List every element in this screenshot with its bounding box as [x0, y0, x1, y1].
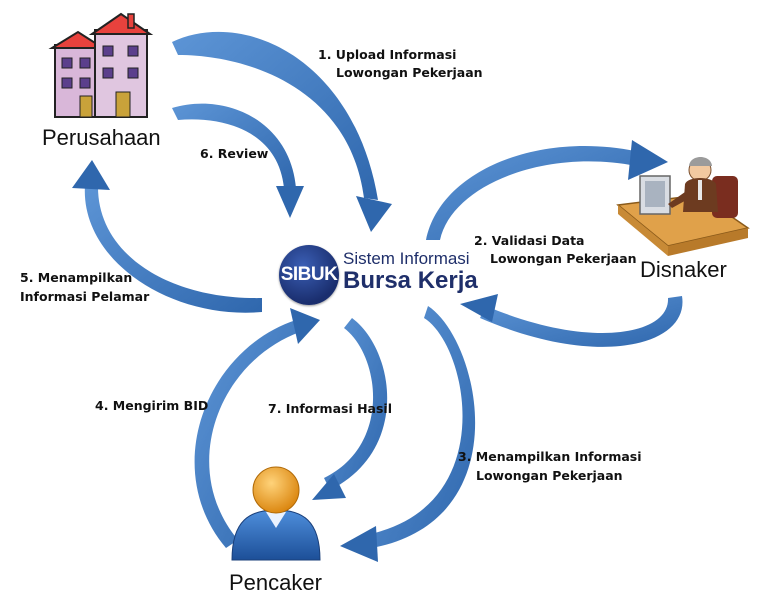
step-5-line-2: Informasi Pelamar	[20, 289, 150, 304]
step-6-label: 6. Review	[200, 146, 269, 161]
user-icon	[231, 466, 321, 561]
building-icon	[48, 12, 154, 118]
step-4-label: 4. Mengirim BID	[95, 398, 208, 413]
step-1-line-2: Lowongan Pekerjaan	[336, 65, 483, 80]
arrow-applicant-info	[72, 160, 262, 313]
arrow-validate-return	[460, 294, 683, 347]
actor-pencaker-label: Pencaker	[229, 570, 322, 595]
actor-perusahaan-label: Perusahaan	[42, 125, 161, 150]
arrow-validate-to-disnaker	[426, 140, 668, 240]
step-5-line-1: 5. Menampilkan	[20, 270, 132, 285]
step-3-line-1: 3. Menampilkan Informasi	[458, 449, 642, 464]
arrow-result-info	[312, 318, 388, 500]
actor-disnaker-label: Disnaker	[640, 257, 727, 282]
step-2-line-2: Lowongan Pekerjaan	[490, 251, 637, 266]
sibuk-badge-text: SIBUK	[280, 264, 338, 285]
logo-subtitle: Sistem Informasi	[343, 249, 470, 268]
sibuk-badge: SIBUK	[279, 245, 339, 305]
office-worker-icon	[616, 157, 750, 256]
step-1-line-1: 1. Upload Informasi	[318, 47, 456, 62]
arrow-show-vacancy	[340, 306, 476, 562]
arrow-review	[172, 103, 304, 218]
step-7-label: 7. Informasi Hasil	[268, 401, 392, 416]
step-3-line-2: Lowongan Pekerjaan	[476, 468, 623, 483]
arrow-upload	[172, 31, 392, 232]
sibuk-logo: SIBUK Sistem Informasi Bursa Kerja	[279, 245, 478, 305]
step-2-line-1: 2. Validasi Data	[474, 233, 584, 248]
arrow-send-bid	[194, 308, 320, 548]
logo-title: Bursa Kerja	[343, 267, 478, 294]
